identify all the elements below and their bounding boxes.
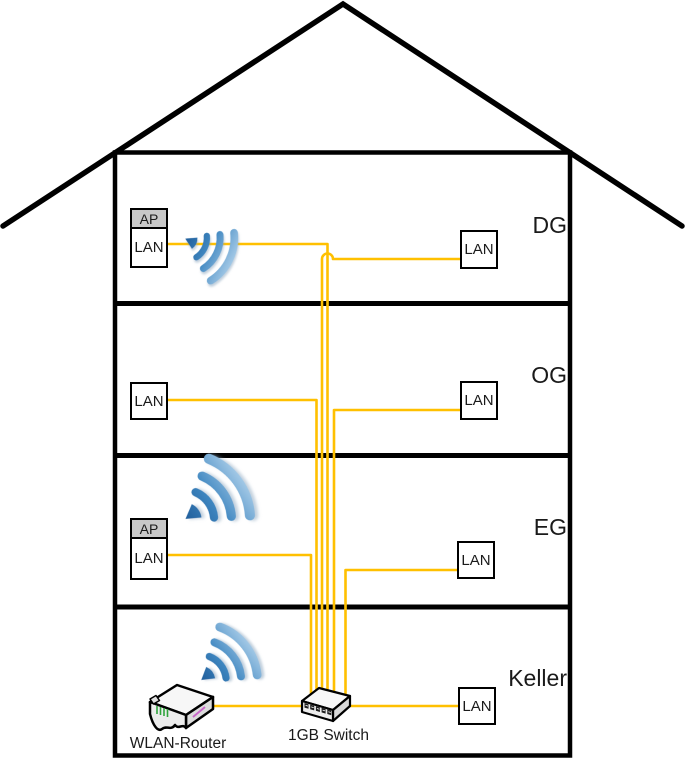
dg-lan-right-box: LAN <box>460 230 498 269</box>
eg-lan-left-box: LAN <box>130 537 168 580</box>
dg-lan-right-label: LAN <box>464 241 494 258</box>
cable-eg-left-lan <box>168 553 313 701</box>
cable-dg-left-lan <box>168 242 329 701</box>
cable-dg-right-lan <box>320 252 460 701</box>
wlan-router-label: WLAN-Router <box>129 735 227 752</box>
wifi-signal-icon-eg <box>165 453 258 547</box>
dg-lan-left-box: LAN <box>130 227 168 268</box>
floor-label-dg: DG <box>532 212 568 238</box>
gigabit-switch-icon <box>300 686 352 723</box>
eg-ap-label: AP <box>139 520 159 537</box>
cable-og-right-lan <box>332 408 460 701</box>
floor-label-eg: EG <box>533 514 567 540</box>
floor-label-keller: Keller <box>508 665 567 691</box>
og-lan-right-label: LAN <box>464 392 494 409</box>
cable-eg-right-lan <box>344 568 457 700</box>
floor-label-og: OG <box>531 362 567 388</box>
keller-lan-label: LAN <box>462 697 492 715</box>
eg-lan-right-label: LAN <box>461 551 491 569</box>
keller-lan-box: LAN <box>458 687 496 725</box>
og-lan-left-box: LAN <box>130 382 168 420</box>
cable-group <box>168 242 460 708</box>
gigabit-switch-label: 1GB Switch <box>288 727 369 744</box>
dg-lan-left-label: LAN <box>134 239 164 256</box>
eg-lan-left-label: LAN <box>134 550 164 567</box>
og-lan-right-box: LAN <box>460 381 498 420</box>
eg-lan-right-box: LAN <box>457 541 495 579</box>
wlan-router-icon <box>148 683 215 731</box>
wifi-signal-icon-dg <box>174 215 241 284</box>
router-accent-stripe <box>192 706 206 718</box>
eg-access-point-box: AP <box>130 518 168 539</box>
dg-access-point-box: AP <box>130 208 168 229</box>
router-ports <box>156 706 169 717</box>
roof-line <box>0 0 685 229</box>
switch-ports <box>304 703 332 716</box>
cable-og-left-lan <box>168 398 318 701</box>
og-lan-left-label: LAN <box>134 392 164 410</box>
dg-ap-label: AP <box>139 210 159 227</box>
